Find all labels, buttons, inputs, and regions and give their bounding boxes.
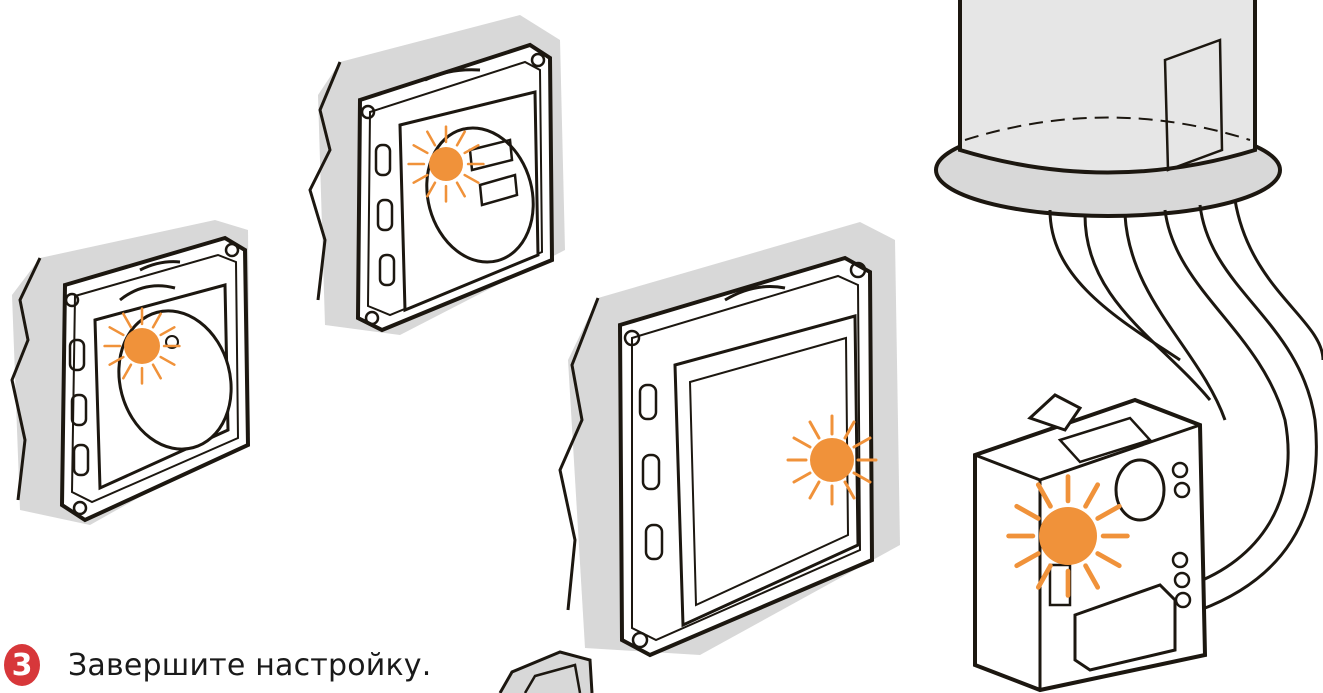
step-caption: 3 Завершите настройку. bbox=[4, 640, 432, 690]
step-number-badge: 3 bbox=[4, 644, 40, 686]
glowing-led-icon bbox=[103, 307, 181, 385]
step-instruction: Завершите настройку. bbox=[68, 647, 432, 683]
socket-device-left bbox=[10, 220, 251, 525]
ceiling-junction-box bbox=[934, 0, 1282, 218]
glowing-led-icon bbox=[786, 414, 878, 506]
partial-device-bottom bbox=[498, 650, 594, 693]
socket-device-top bbox=[308, 15, 565, 335]
switch-device-center bbox=[558, 222, 900, 658]
cable-bundle bbox=[1048, 199, 1323, 612]
glowing-led-icon bbox=[407, 125, 485, 203]
glowing-led-icon bbox=[1009, 477, 1128, 596]
